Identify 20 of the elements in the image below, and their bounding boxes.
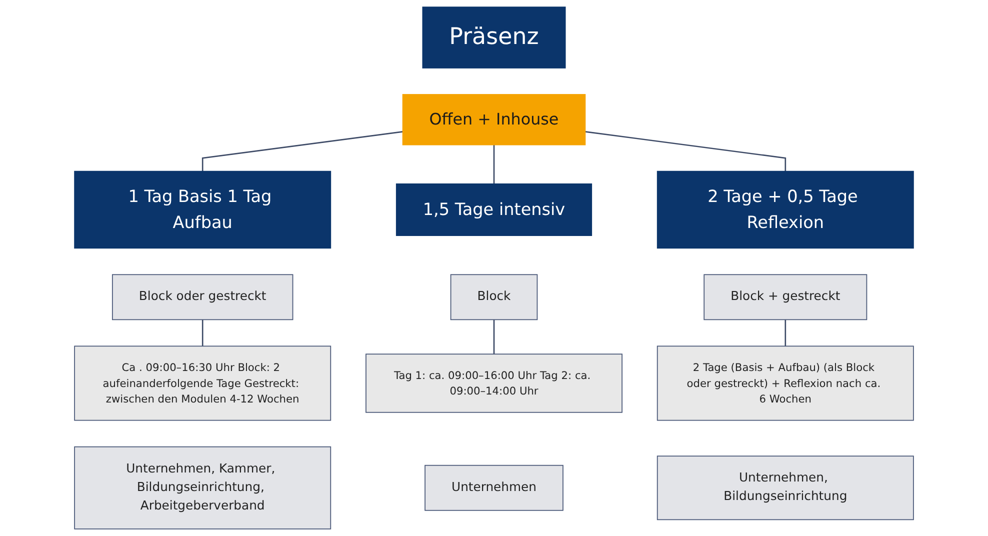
node-box — [656, 346, 914, 421]
connector — [784, 320, 786, 346]
node-box — [396, 183, 592, 236]
node-box — [422, 6, 566, 68]
connector — [202, 131, 403, 172]
node-box — [112, 274, 294, 320]
node-box — [424, 464, 564, 511]
connector — [585, 131, 786, 172]
connector — [202, 320, 204, 346]
node-box — [402, 94, 586, 146]
node-box — [450, 274, 538, 320]
connector — [493, 144, 495, 184]
node-box — [656, 456, 914, 520]
node-box — [74, 446, 332, 530]
connector — [493, 320, 495, 354]
node-box — [74, 346, 332, 421]
node-box — [74, 170, 332, 249]
node-box — [366, 354, 622, 413]
node-box — [656, 170, 914, 249]
node-box — [704, 274, 868, 320]
